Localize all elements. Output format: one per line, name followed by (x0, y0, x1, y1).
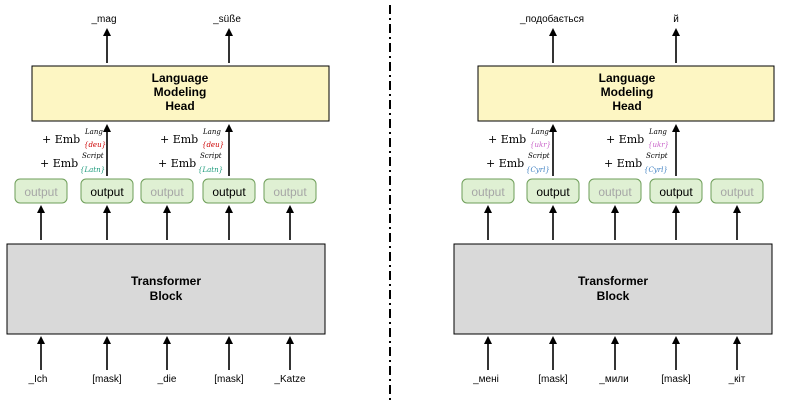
output-label-2: output (90, 185, 124, 199)
input-token-2: [mask] (92, 374, 122, 385)
input-token-5: _Katze (273, 374, 306, 385)
output-box-1 (461, 178, 515, 204)
input-token-1: _Ich (28, 374, 48, 385)
output-box-3 (140, 178, 194, 204)
output-label-1: output (471, 185, 505, 199)
head-label-line-2: Modeling (601, 85, 654, 99)
emb-script-sup: Script (82, 152, 104, 160)
output-label-4: output (212, 185, 246, 199)
output-box-5 (263, 178, 317, 204)
head-label-line-3: Head (612, 99, 641, 113)
transformer-label-line-2: Block (150, 289, 183, 303)
emb-script-sup: Script (528, 152, 550, 160)
output-box-5 (710, 178, 764, 204)
output-label-4: output (659, 185, 693, 199)
output-box-4 (649, 178, 703, 204)
output-box-4 (202, 178, 256, 204)
output-box-3 (588, 178, 642, 204)
panel-left: _mag _süße Language Modeling Head + Emb … (6, 14, 330, 385)
transformer-label-line-1: Transformer (578, 274, 648, 288)
output-label-5: output (273, 185, 307, 199)
input-token-3: _die (157, 374, 177, 385)
emb-script-sup: Script (646, 152, 668, 160)
head-label-line-2: Modeling (154, 85, 207, 99)
emb-script-sub: {Cyrl} (526, 166, 550, 174)
transformer-block (6, 243, 326, 335)
emb-lang-prefix: + Emb (488, 133, 526, 146)
input-token-3: _мили (598, 374, 628, 385)
emb-lang-sub: {deu} (84, 141, 106, 149)
output-label-2: output (536, 185, 570, 199)
head-label-line-3: Head (165, 99, 194, 113)
predicted-token-1: _подобається (519, 13, 584, 25)
emb-lang-sub: {deu} (202, 141, 224, 149)
output-label-3: output (150, 185, 184, 199)
predicted-token-1: _mag (90, 14, 116, 25)
language-modeling-head (31, 65, 330, 122)
emb-script-prefix: + Emb (604, 157, 642, 170)
output-box-1 (14, 178, 68, 204)
input-token-1: _мені (472, 374, 499, 385)
input-token-5: _кіт (728, 374, 746, 385)
head-label-line-1: Language (152, 71, 209, 85)
emb-annotation-1: + Emb Lang {deu} + Emb Script {Latn} (40, 128, 106, 174)
emb-script-prefix: + Emb (40, 157, 78, 170)
emb-lang-sub: {ukr} (648, 141, 669, 149)
output-box-2 (80, 178, 134, 204)
emb-lang-sup: Lang (84, 128, 103, 136)
emb-script-sub: {Cyrl} (644, 166, 668, 174)
input-token-2: [mask] (538, 374, 568, 385)
emb-lang-sup: Lang (530, 128, 549, 136)
emb-script-sub: {Latn} (80, 166, 105, 174)
output-label-3: output (598, 185, 632, 199)
emb-lang-prefix: + Emb (606, 133, 644, 146)
panel-right: _подобається й Language Modeling Head + … (453, 13, 775, 385)
emb-lang-sup: Lang (202, 128, 221, 136)
transformer-label-line-2: Block (597, 289, 630, 303)
predicted-token-2: й (673, 14, 679, 25)
emb-script-sub: {Latn} (198, 166, 223, 174)
emb-lang-prefix: + Emb (160, 133, 198, 146)
emb-lang-prefix: + Emb (42, 133, 80, 146)
emb-annotation-1: + Emb Lang {ukr} + Emb Script {Cyrl} (486, 128, 551, 174)
emb-lang-sub: {ukr} (530, 141, 551, 149)
emb-annotation-2: + Emb Lang {ukr} + Emb Script {Cyrl} (604, 128, 669, 174)
emb-script-prefix: + Emb (158, 157, 196, 170)
output-label-5: output (720, 185, 754, 199)
input-token-4: [mask] (214, 374, 244, 385)
input-token-4: [mask] (661, 374, 691, 385)
emb-lang-sup: Lang (648, 128, 667, 136)
transformer-label-line-1: Transformer (131, 274, 201, 288)
output-box-2 (526, 178, 580, 204)
transformer-block (453, 243, 773, 335)
predicted-token-2: _süße (212, 14, 241, 25)
output-label-1: output (24, 185, 58, 199)
emb-annotation-2: + Emb Lang {deu} + Emb Script {Latn} (158, 128, 224, 174)
head-label-line-1: Language (599, 71, 656, 85)
language-modeling-head (477, 65, 775, 122)
emb-script-prefix: + Emb (486, 157, 524, 170)
emb-script-sup: Script (200, 152, 222, 160)
